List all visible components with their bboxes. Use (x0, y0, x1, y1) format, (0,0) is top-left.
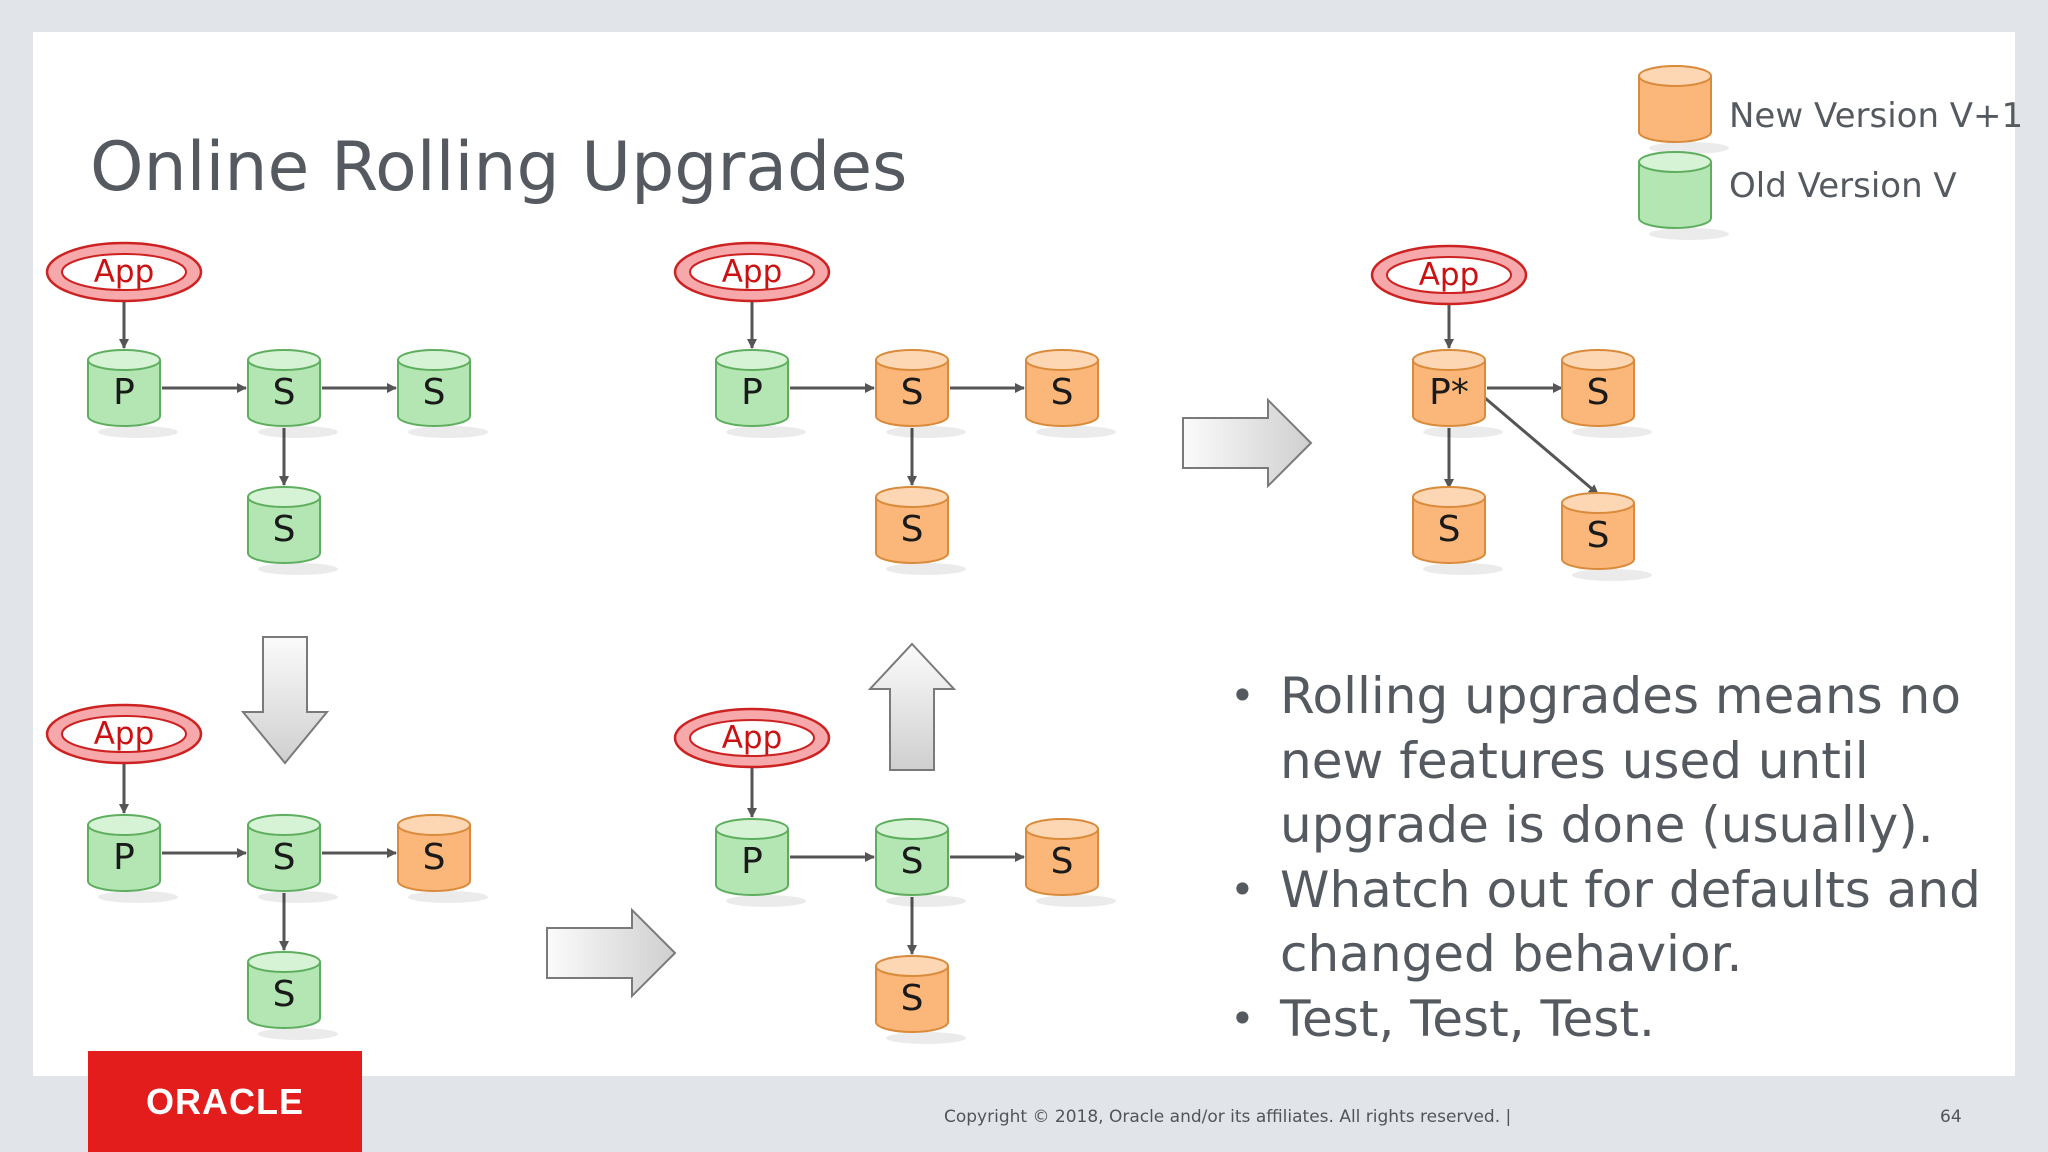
transition-arrow-up (867, 642, 957, 771)
step-3-secondary-2: S (1025, 818, 1116, 907)
step-5-app-label: App (1419, 257, 1480, 293)
step-4-secondary-2-label: S (1051, 372, 1074, 413)
legend-new-cylinder (1638, 65, 1729, 154)
step-2-secondary-3-label: S (273, 974, 296, 1015)
step-5-secondary-1: S (1561, 349, 1652, 438)
step-5-arrow-p-s3 (1484, 396, 1599, 496)
step-5-secondary-1-label: S (1587, 372, 1610, 413)
step-1-app: App (45, 241, 203, 303)
step-2-app-label: App (94, 716, 155, 752)
step-4-secondary-1: S (875, 349, 966, 438)
step-3-secondary-2-label: S (1051, 841, 1074, 882)
step-3-secondary-1-label: S (901, 841, 924, 882)
step-4-secondary-3-label: S (901, 509, 924, 550)
step-2-secondary-1: S (247, 814, 338, 903)
page-number: 64 (1940, 1107, 1962, 1127)
step-4-primary: P (715, 349, 806, 438)
step-5-primary-label: P* (1429, 372, 1469, 413)
step-1-primary: P (87, 349, 178, 438)
legend-old-label: Old Version V (1729, 166, 1957, 206)
step-2-secondary-2: S (397, 814, 488, 903)
oracle-logo-text: ORACLE (146, 1080, 304, 1122)
step-2-primary: P (87, 814, 178, 903)
step-2-secondary-3: S (247, 951, 338, 1040)
copyright-text: Copyright © 2018, Oracle and/or its affi… (944, 1107, 1512, 1127)
step-5-secondary-3-label: S (1587, 515, 1610, 556)
bullet-item-3: •Test, Test, Test. (1230, 989, 1655, 1048)
step-5-primary: P* (1412, 349, 1503, 438)
step-3-app: App (673, 707, 831, 769)
step-5-app: App (1370, 244, 1528, 306)
step-1-secondary-3: S (247, 486, 338, 575)
step-2-app: App (45, 703, 203, 765)
transition-arrow-right-bottom (546, 907, 677, 999)
bullet-text-3: Test, Test, Test. (1280, 989, 1655, 1048)
step-5-secondary-2: S (1412, 486, 1503, 575)
transition-arrow-right-top (1182, 397, 1313, 489)
step-1-secondary-1-label: S (273, 372, 296, 413)
step-5-secondary-3: S (1561, 492, 1652, 581)
transition-arrow-down (240, 636, 330, 765)
legend-old-cylinder (1638, 151, 1729, 240)
step-1-secondary-2-label: S (423, 372, 446, 413)
step-4-secondary-3: S (875, 486, 966, 575)
step-3-primary: P (715, 818, 806, 907)
step-2-secondary-1-label: S (273, 837, 296, 878)
step-1-secondary-1: S (247, 349, 338, 438)
legend-new-label: New Version V+1 (1729, 96, 2023, 136)
step-5-secondary-2-label: S (1438, 509, 1461, 550)
step-3-secondary-1: S (875, 818, 966, 907)
step-1-app-label: App (94, 254, 155, 290)
step-1-primary-label: P (113, 372, 135, 413)
step-1-secondary-3-label: S (273, 509, 296, 550)
step-3-app-label: App (722, 720, 783, 756)
step-4-app: App (673, 241, 831, 303)
step-4-primary-label: P (741, 372, 763, 413)
step-3-primary-label: P (741, 841, 763, 882)
step-4-secondary-2: S (1025, 349, 1116, 438)
slide-title: Online Rolling Upgrades (90, 128, 908, 207)
step-2-primary-label: P (113, 837, 135, 878)
step-4-app-label: App (722, 254, 783, 290)
step-3-secondary-3-label: S (901, 978, 924, 1019)
step-4-secondary-1-label: S (901, 372, 924, 413)
step-2-secondary-2-label: S (423, 837, 446, 878)
step-1-secondary-2: S (397, 349, 488, 438)
step-3-secondary-3: S (875, 955, 966, 1044)
oracle-logo: ORACLE (88, 1051, 362, 1152)
